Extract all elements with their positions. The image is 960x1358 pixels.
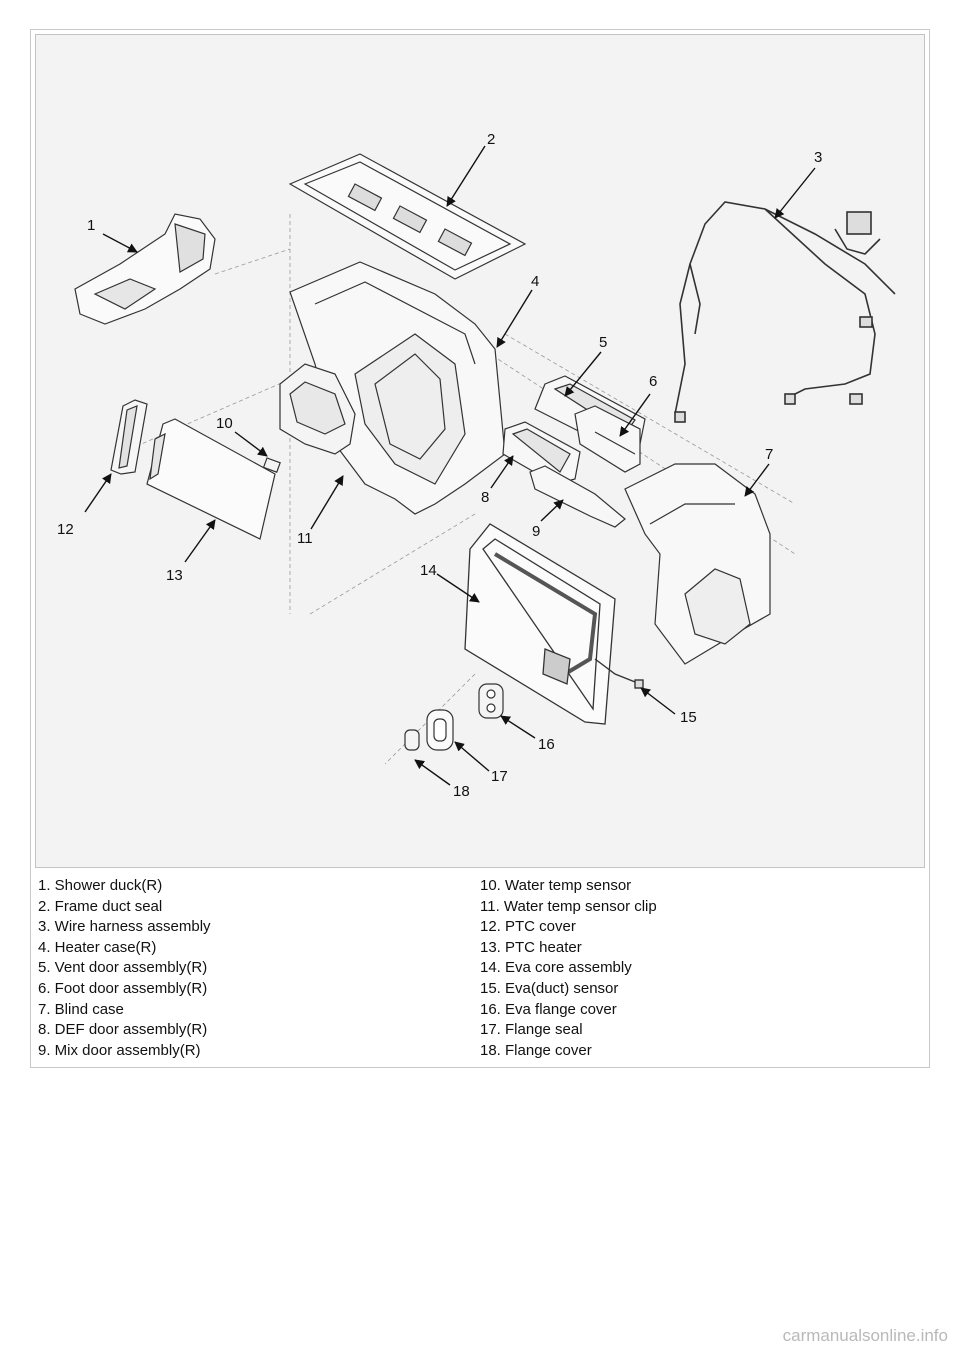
callout-5: 5	[599, 334, 607, 351]
frame-duct-seal-part	[288, 153, 527, 280]
shower-duct-part	[74, 213, 216, 325]
callout-13: 13	[166, 567, 183, 584]
eva-flange-cover-part	[478, 683, 504, 719]
legend-item: 1. Shower duck(R)	[38, 877, 163, 894]
blind-case-part	[624, 463, 771, 665]
callout-15: 15	[680, 709, 697, 726]
callout-12: 12	[57, 521, 74, 538]
legend-item: 17. Flange seal	[480, 1021, 583, 1039]
core-housing-part	[279, 363, 356, 455]
legend-item: 10. Water temp sensor	[480, 877, 632, 894]
callout-3: 3	[814, 149, 822, 166]
callout-18: 18	[453, 783, 470, 800]
eva-sensor-part	[594, 658, 644, 689]
callout-8: 8	[481, 489, 489, 506]
exploded-diagram: 1 2 3 4 5 6 7 8 9 10 11 12 13 14 15 16 1…	[57, 131, 896, 800]
callout-10: 10	[216, 415, 233, 432]
flange-cover-part	[404, 729, 420, 751]
callout-7: 7	[765, 446, 773, 463]
legend-item: 6. Foot door assembly(R)	[38, 979, 208, 997]
legend-column-right: 10. Water temp sensor 11. Water temp sen…	[480, 876, 657, 1061]
ptc-cover-part	[110, 399, 148, 475]
callout-4: 4	[531, 273, 539, 290]
callout-labels: 1 2 3 4 5 6 7 8 9 10 11 12 13 14 15 16 1…	[57, 131, 822, 800]
legend-item: 13. PTC heater	[480, 938, 582, 956]
water-temp-sensor-part	[262, 457, 281, 473]
legend-item: 11. Water temp sensor clip	[480, 897, 657, 915]
legend-item: 7. Blind case	[38, 1000, 124, 1018]
ptc-heater-part	[146, 418, 276, 540]
flange-seal-part	[426, 709, 454, 751]
legend-item: 2. Frame duct seal	[38, 897, 163, 915]
def-door-part	[502, 421, 581, 485]
callout-9: 9	[532, 523, 540, 540]
legend-item: 12. PTC cover	[480, 918, 576, 936]
callout-2: 2	[487, 131, 495, 148]
wire-harness-part	[674, 201, 896, 423]
callout-14: 14	[420, 562, 437, 579]
parts-legend: 1. Shower duck(R) 2. Frame duct seal 3. …	[38, 876, 918, 1066]
callout-6: 6	[649, 373, 657, 390]
legend-item: 15. Eva(duct) sensor	[480, 979, 619, 997]
legend-item: 8. DEF door assembly(R)	[38, 1021, 208, 1039]
callout-17: 17	[491, 768, 508, 785]
legend-item: 3. Wire harness assembly	[38, 918, 211, 936]
callout-11: 11	[297, 530, 313, 547]
foot-door-part	[574, 405, 641, 473]
legend-item: 9. Mix door assembly(R)	[38, 1041, 201, 1059]
heater-case-part	[289, 261, 506, 515]
mix-door-part	[529, 465, 626, 528]
legend-item: 4. Heater case(R)	[38, 938, 157, 956]
watermark-text: carmanualsonline.info	[782, 1326, 948, 1345]
eva-core-part	[464, 523, 616, 725]
callout-16: 16	[538, 736, 555, 753]
legend-item: 14. Eva core assembly	[480, 959, 632, 977]
legend-item: 18. Flange cover	[480, 1041, 592, 1059]
legend-item: 16. Eva flange cover	[480, 1000, 617, 1018]
leader-arrows	[84, 145, 816, 786]
legend-item: 5. Vent door assembly(R)	[38, 959, 208, 977]
callout-1: 1	[87, 217, 95, 234]
legend-column-left: 1. Shower duck(R) 2. Frame duct seal 3. …	[38, 876, 211, 1061]
